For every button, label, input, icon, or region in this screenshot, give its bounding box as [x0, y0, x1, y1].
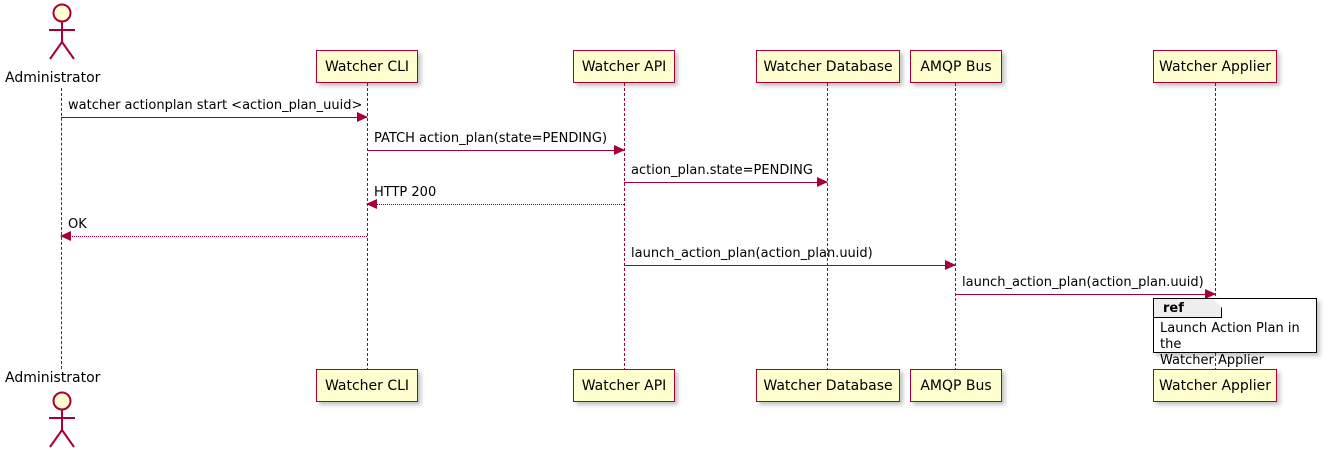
actor-label-top: Administrator	[5, 70, 101, 86]
message-label: PATCH action_plan(state=PENDING)	[374, 131, 608, 146]
message-line	[61, 117, 367, 118]
message-label: launch_action_plan(action_plan.uuid)	[631, 246, 873, 261]
arrowhead-right-icon	[817, 177, 828, 187]
ref-fragment-line-1: Launch Action Plan in the	[1160, 321, 1300, 352]
message-label: watcher actionplan start <action_plan_uu…	[68, 98, 363, 113]
participant-watcher-database-top[interactable]: Watcher Database	[756, 50, 900, 83]
arrowhead-left-icon	[366, 199, 377, 209]
message-line	[955, 294, 1215, 295]
participant-watcher-api-top[interactable]: Watcher API	[573, 50, 675, 83]
arrowhead-right-icon	[1205, 289, 1216, 299]
message-label: HTTP 200	[374, 185, 437, 200]
lifeline-watcher-cli	[367, 83, 368, 371]
actor-stick-figure-icon	[49, 391, 75, 448]
actor-administrator-bottom	[38, 390, 86, 452]
arrowhead-right-icon	[614, 145, 625, 155]
participant-watcher-api-bottom[interactable]: Watcher API	[573, 369, 675, 402]
ref-fragment: ref Launch Action Plan in the Watcher Ap…	[1153, 298, 1317, 368]
lifeline-amqp-bus	[955, 83, 956, 371]
participant-watcher-database-bottom[interactable]: Watcher Database	[756, 369, 900, 402]
message-line	[624, 265, 955, 266]
actor-administrator-top	[38, 2, 86, 64]
arrowhead-left-icon	[60, 231, 71, 241]
lifeline-administrator	[61, 88, 62, 369]
participant-amqp-bus-top[interactable]: AMQP Bus	[910, 50, 1002, 83]
ref-fragment-keyword: ref	[1154, 299, 1222, 318]
arrowhead-right-icon	[945, 260, 956, 270]
lifeline-watcher-api	[624, 83, 625, 371]
ref-fragment-line-2: Watcher Applier	[1160, 353, 1264, 368]
message-line	[367, 204, 624, 205]
arrowhead-right-icon	[357, 112, 368, 122]
lifeline-watcher-applier	[1215, 83, 1216, 371]
message-label: launch_action_plan(action_plan.uuid)	[962, 275, 1204, 290]
actor-stick-figure-icon	[49, 3, 75, 60]
participant-watcher-cli-top[interactable]: Watcher CLI	[316, 50, 418, 83]
ref-fragment-body: Launch Action Plan in the Watcher Applie…	[1160, 321, 1312, 369]
participant-watcher-applier-top[interactable]: Watcher Applier	[1153, 50, 1277, 83]
message-label: OK	[68, 217, 87, 232]
participant-watcher-cli-bottom[interactable]: Watcher CLI	[316, 369, 418, 402]
message-line	[61, 236, 367, 237]
participant-watcher-applier-bottom[interactable]: Watcher Applier	[1153, 369, 1277, 402]
lifeline-watcher-database	[827, 83, 828, 371]
actor-label-bottom: Administrator	[5, 370, 101, 386]
participant-amqp-bus-bottom[interactable]: AMQP Bus	[910, 369, 1002, 402]
message-line	[367, 150, 624, 151]
message-line	[624, 182, 827, 183]
message-label: action_plan.state=PENDING	[631, 163, 813, 178]
